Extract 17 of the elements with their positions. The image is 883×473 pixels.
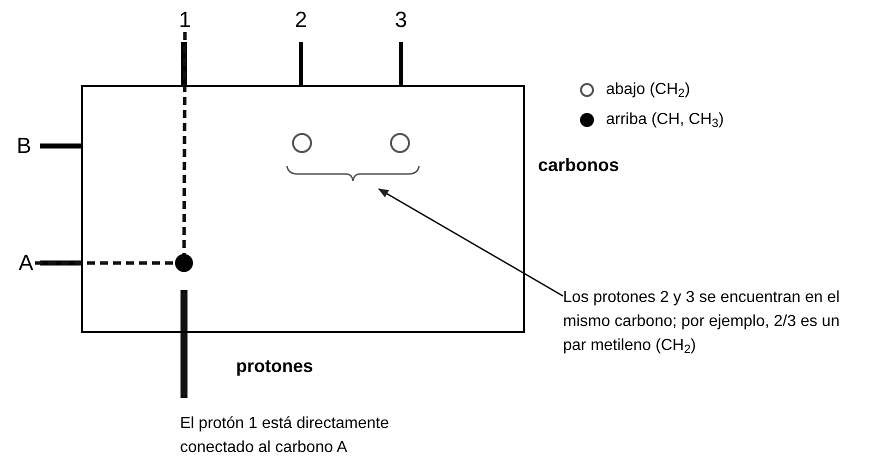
axis-tick-label: 2 <box>294 8 308 32</box>
axis-title: protones <box>236 355 314 378</box>
axis-tick-label: 3 <box>394 8 408 32</box>
legend-text: arriba (CH, CH$_{3}$) <box>606 110 724 132</box>
legend-text: abajo (CH$_{2}$) <box>606 80 690 102</box>
annotation-text: El protón 1 está directamente conectado al carbono A <box>180 414 390 458</box>
curly-brace <box>286 165 420 183</box>
axis-tick-label: A <box>18 251 34 275</box>
dashed-guide-line <box>35 261 175 265</box>
axis-tick-label: B <box>16 134 32 158</box>
axis-tick-label: 1 <box>178 8 192 32</box>
axis-title: carbonos <box>538 154 620 177</box>
annotation-text: Los protones 2 y 3 se encuentran en el mismo carbono; por ejemplo, 2/3 es un par metileno (CH$_{2}$) <box>563 288 841 358</box>
dashed-guide-line <box>182 32 187 254</box>
spectrum-frame <box>81 85 525 333</box>
arrow <box>378 188 564 297</box>
leader-line <box>180 290 188 398</box>
